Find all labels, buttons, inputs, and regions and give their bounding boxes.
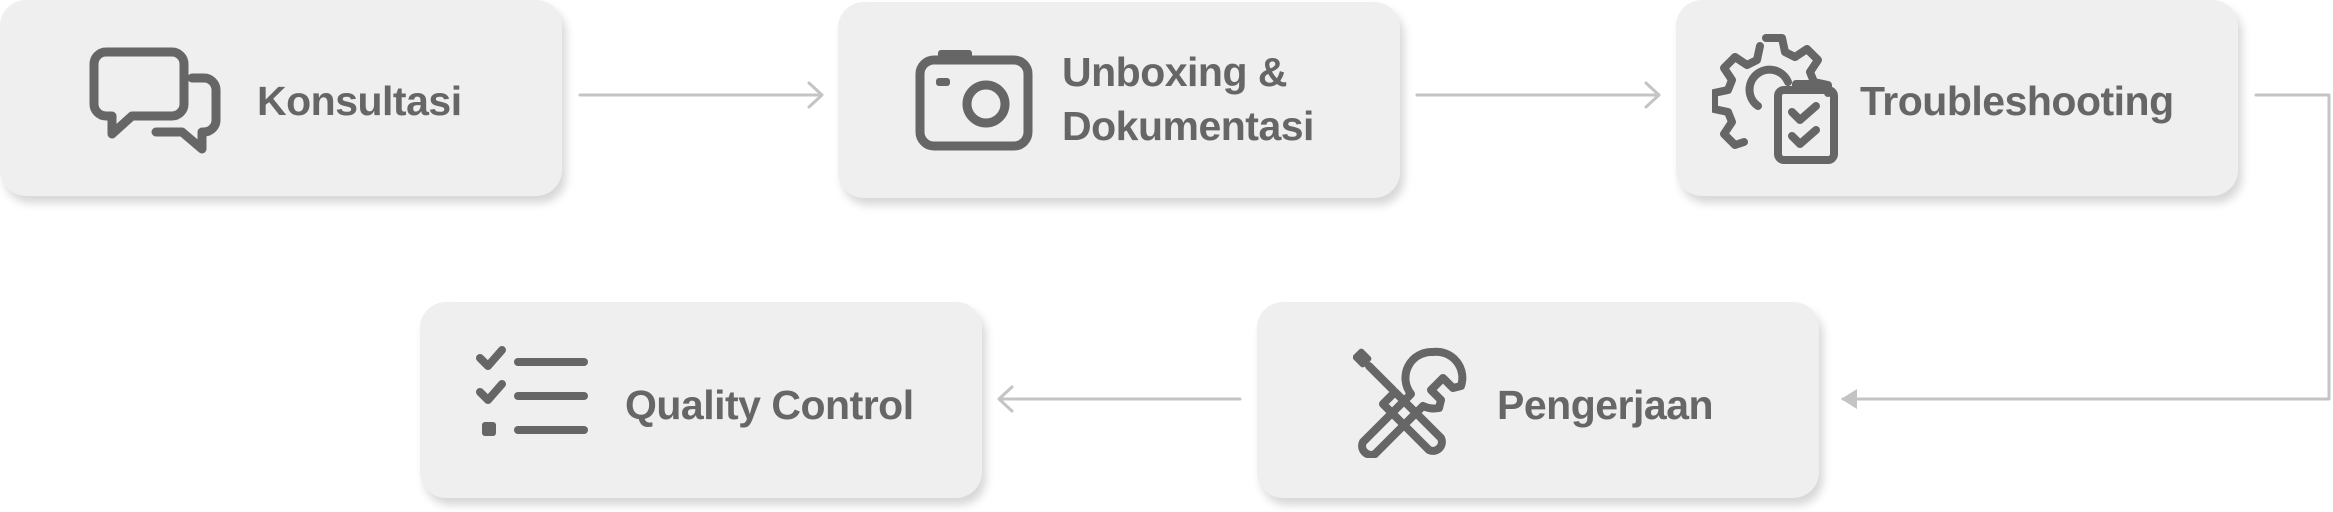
arrow-unboxing-to-troubleshooting <box>1415 81 1661 109</box>
checklist-icon <box>476 346 588 436</box>
step-troubleshooting: Troubleshooting <box>1676 0 2238 196</box>
gear-checklist-icon <box>1712 34 1838 164</box>
step-quality-control: Quality Control <box>420 302 982 498</box>
arrow-pengerjaan-to-quality-control <box>997 385 1242 413</box>
step-label-multiline: Unboxing & Dokumentasi <box>1062 45 1314 153</box>
step-label-line-1: Unboxing & <box>1062 49 1288 95</box>
step-label: Konsultasi <box>257 78 462 124</box>
camera-icon <box>915 50 1033 151</box>
step-unboxing-dokumentasi: Unboxing & Dokumentasi <box>838 2 1400 198</box>
step-label: Pengerjaan <box>1497 382 1714 428</box>
step-label: Quality Control <box>625 382 914 428</box>
step-label-line-2: Dokumentasi <box>1062 103 1314 149</box>
screwdriver-wrench-icon <box>1353 347 1467 458</box>
arrow-konsultasi-to-unboxing <box>578 81 824 109</box>
step-label: Troubleshooting <box>1860 78 2174 124</box>
step-pengerjaan: Pengerjaan <box>1257 302 1819 498</box>
arrow-troubleshooting-to-pengerjaan <box>1841 93 2331 409</box>
step-konsultasi: Konsultasi <box>0 0 562 196</box>
chat-bubbles-icon <box>89 47 221 154</box>
